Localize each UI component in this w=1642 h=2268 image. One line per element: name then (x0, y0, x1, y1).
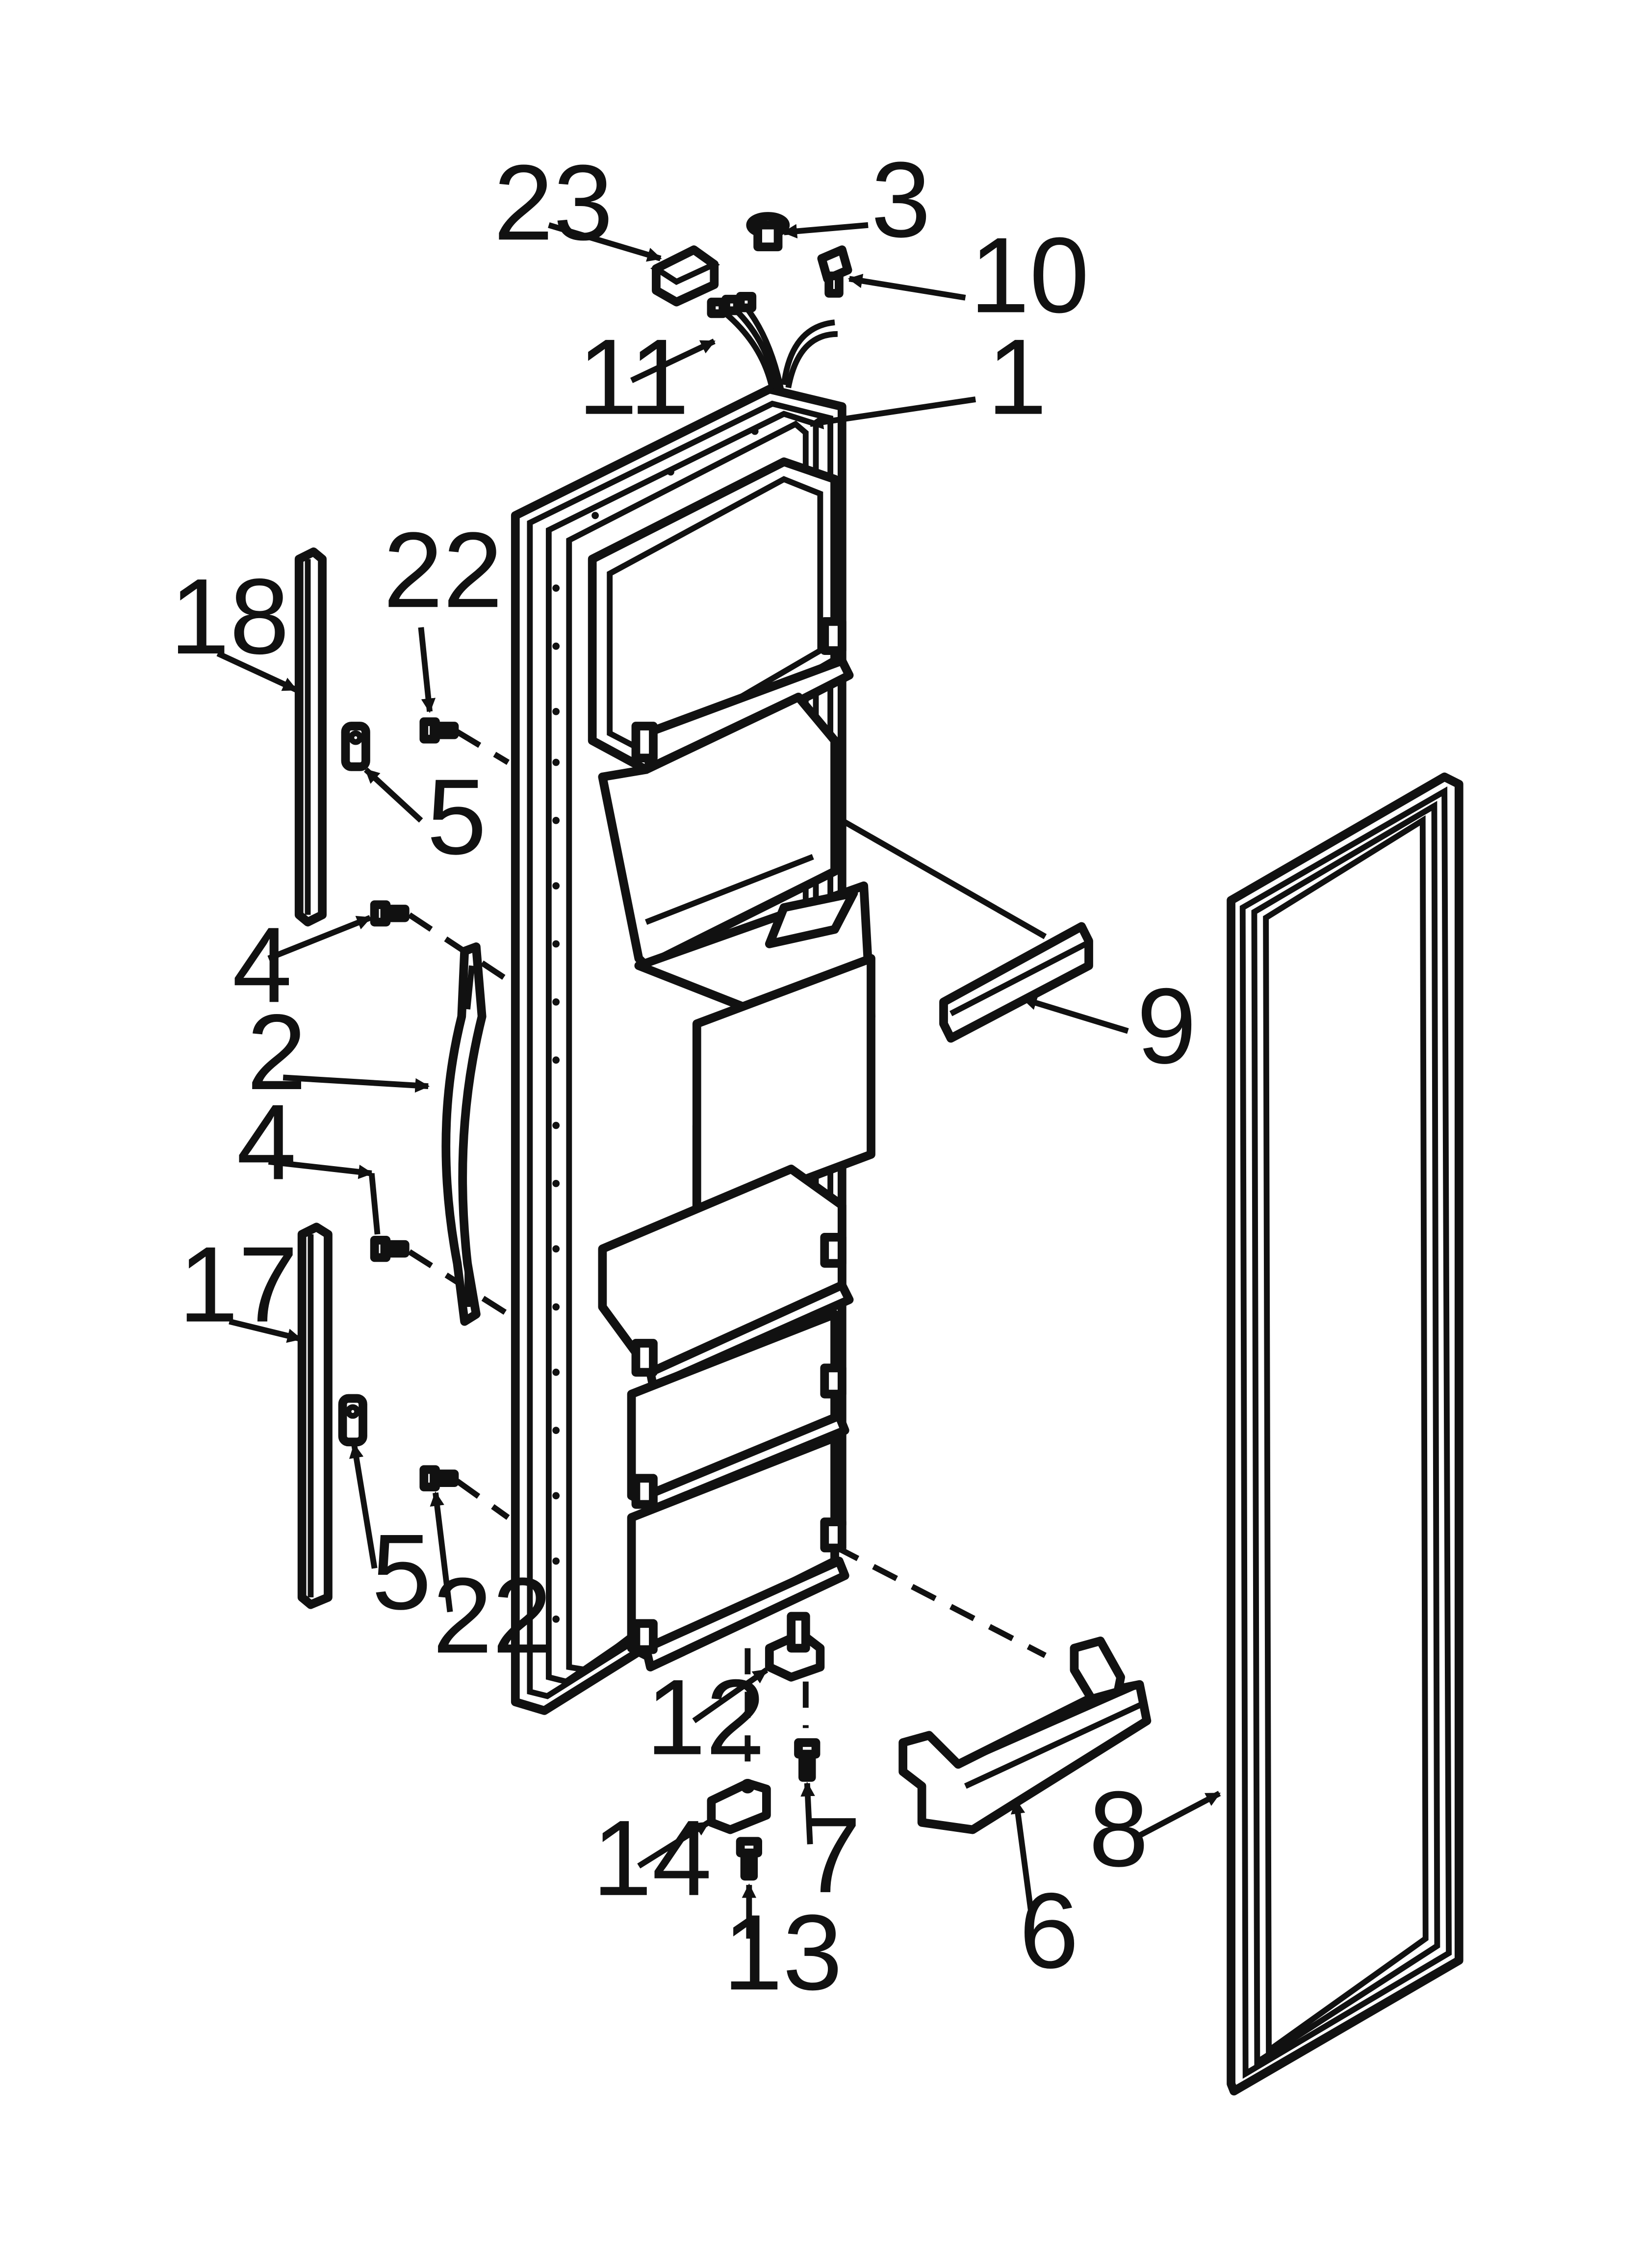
callouts: 23 3 10 11 1 22 18 5 4 2 9 4 17 5 22 12 … (170, 140, 1196, 2012)
callout-4-lower: 4 (236, 1083, 296, 1202)
callout-5-lower: 5 (372, 1512, 432, 1632)
door-holes (552, 427, 759, 1623)
door-bin (833, 1544, 1152, 1834)
callout-6: 6 (1019, 1871, 1079, 1991)
screw-7 (794, 1738, 821, 1782)
callout-5-upper: 5 (427, 757, 487, 877)
callout-22-lower: 22 (433, 1556, 552, 1675)
trim-bracket (840, 818, 1093, 1043)
hinge-bracket (707, 1779, 771, 1834)
callout-2: 2 (247, 992, 307, 1112)
top-screw (817, 245, 852, 298)
screw-22-lower (419, 1465, 510, 1520)
upper-trim (294, 547, 327, 927)
screw-4-upper (370, 900, 510, 983)
callout-7: 7 (801, 1796, 861, 1915)
callout-11: 11 (578, 317, 689, 437)
dispenser-housing (598, 692, 875, 1225)
door-gasket (1227, 772, 1463, 2096)
hinge (744, 1612, 825, 1765)
lower-trim (297, 1223, 333, 1609)
clip-lower (338, 1394, 367, 1447)
connector-block (650, 245, 720, 307)
wire-harness (707, 291, 838, 390)
callout-23: 23 (493, 143, 613, 262)
plug (746, 212, 790, 252)
screw-13 (736, 1837, 763, 1881)
callout-8: 8 (1089, 1770, 1149, 1889)
leader-lines (216, 222, 1221, 1939)
callout-22-upper: 22 (383, 510, 503, 630)
callout-18: 18 (170, 557, 289, 677)
callout-4-upper: 4 (232, 905, 292, 1025)
callout-13: 13 (723, 1893, 843, 2012)
door-handle (441, 942, 487, 1326)
callout-12: 12 (646, 1658, 766, 1777)
screw-4-lower (370, 1235, 510, 1317)
callout-14: 14 (592, 1799, 712, 1918)
clip-upper (341, 722, 370, 771)
callout-3: 3 (871, 140, 931, 260)
callout-10: 10 (970, 215, 1089, 335)
callout-1: 1 (987, 317, 1047, 437)
callout-9: 9 (1137, 966, 1197, 1086)
door-panel (511, 385, 875, 1715)
lower-shelves (598, 1164, 854, 1671)
callout-17: 17 (179, 1225, 298, 1345)
screw-22-upper (419, 717, 510, 765)
